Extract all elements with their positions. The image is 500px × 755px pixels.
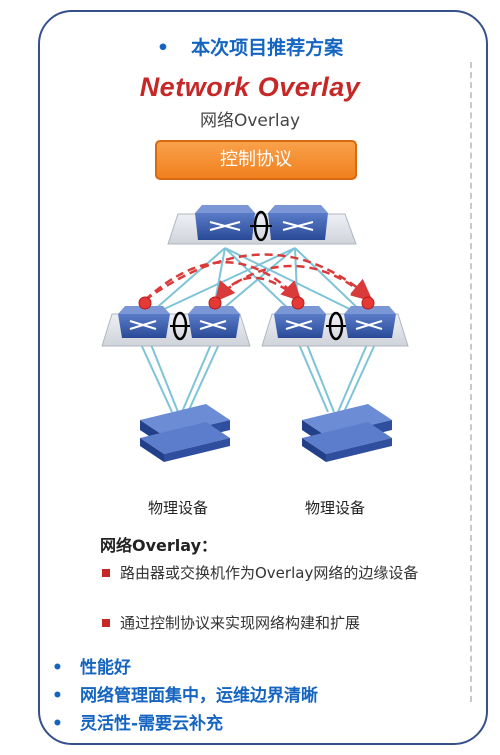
list-item: • 性能好: [52, 654, 318, 682]
dashed-divider: [470, 62, 472, 702]
diagram-title: Network Overlay: [139, 72, 361, 102]
uplink-lines: [144, 247, 369, 319]
overlay-item: 通过控制协议来实现网络构建和扩展: [102, 612, 440, 634]
core-switch-left: [195, 205, 255, 240]
downlink-lines: [139, 341, 377, 413]
control-protocol-box: 控制协议: [155, 140, 357, 180]
list-item: • 网络管理面集中，运维边界清晰: [52, 682, 318, 710]
leaf-switch-4: [344, 306, 396, 338]
bullet-icon: •: [52, 714, 63, 734]
section-heading: • 本次项目推荐方案: [0, 33, 500, 60]
bullet-icon: •: [156, 37, 170, 59]
advantage-text: 灵活性-需要云补充: [80, 714, 224, 734]
advantages-list: • 性能好 • 网络管理面集中，运维边界清晰 • 灵活性-需要云补充: [52, 654, 318, 738]
overlay-item-text: 通过控制协议来实现网络构建和扩展: [120, 614, 361, 632]
diagram-subtitle: 网络Overlay: [199, 111, 301, 131]
advantage-text: 网络管理面集中，运维边界清晰: [80, 686, 318, 706]
server-right: [302, 404, 392, 462]
overlay-item: 路由器或交换机作为Overlay网络的边缘设备: [102, 562, 440, 584]
leaf-switch-2: [188, 306, 240, 338]
red-square-bullet-icon: [102, 618, 110, 627]
network-topology-diagram: [101, 205, 409, 462]
content-card: [38, 10, 488, 745]
list-item: • 灵活性-需要云补充: [52, 710, 318, 738]
device-label-right: 物理设备: [305, 499, 366, 517]
leaf-switch-1: [118, 306, 170, 338]
overlay-item-text: 路由器或交换机作为Overlay网络的边缘设备: [120, 564, 419, 582]
server-left: [140, 404, 230, 462]
red-square-bullet-icon: [102, 568, 110, 577]
section-title: 本次项目推荐方案: [191, 37, 344, 59]
leaf-switch-3: [274, 306, 326, 338]
vtep-nodes: [138, 296, 375, 310]
bullet-icon: •: [52, 686, 63, 706]
overlay-tunnels: [144, 253, 372, 302]
bullet-icon: •: [52, 658, 63, 678]
overlay-heading: 网络Overlay：: [100, 536, 217, 555]
core-switch-right: [268, 205, 328, 240]
advantage-text: 性能好: [80, 658, 131, 678]
device-label-left: 物理设备: [148, 499, 209, 517]
